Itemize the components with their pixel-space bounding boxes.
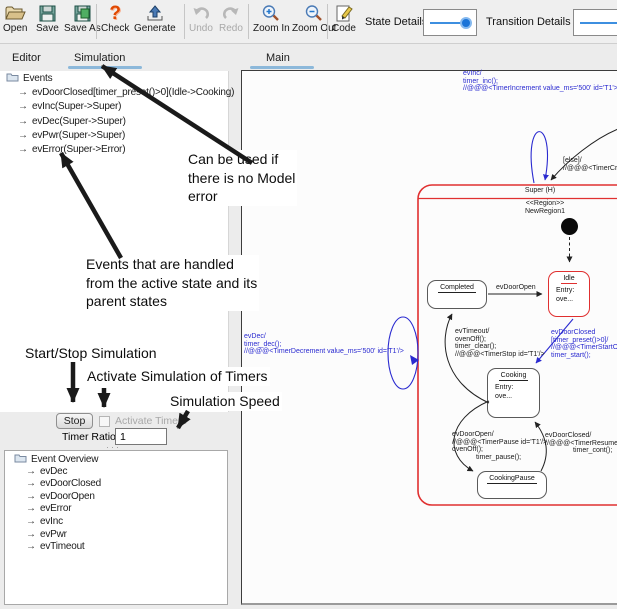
folder-icon bbox=[6, 72, 19, 87]
event-item[interactable]: →evDoorClosed[timer_preset()>0](Idle->Co… bbox=[6, 86, 234, 100]
zoom-in-icon bbox=[261, 4, 281, 23]
slider-track bbox=[430, 22, 471, 24]
generate-icon bbox=[145, 4, 165, 23]
transition-label-evtimeout[interactable]: evTimeout/ ovenOff(); timer_clear(); //@… bbox=[455, 328, 545, 359]
splitter-handle[interactable]: ··· bbox=[106, 442, 121, 452]
tab-simulation-underline bbox=[68, 66, 142, 69]
zoom-out-icon bbox=[304, 4, 324, 23]
stop-button[interactable]: Stop bbox=[56, 413, 93, 429]
open-folder-icon bbox=[4, 4, 26, 23]
tab-editor[interactable]: Editor bbox=[12, 52, 41, 64]
zoom-out-button[interactable]: Zoom Out bbox=[292, 4, 336, 35]
slider-track bbox=[580, 22, 617, 24]
event-overview-root[interactable]: Event Overview bbox=[14, 453, 101, 466]
state-details-slider[interactable] bbox=[423, 9, 477, 36]
overview-item[interactable]: →evDoorOpen bbox=[26, 490, 95, 502]
code-button[interactable]: Code bbox=[332, 4, 356, 35]
toolbar-divider bbox=[248, 4, 249, 39]
event-arrow-icon: → bbox=[26, 465, 36, 477]
event-arrow-icon: → bbox=[18, 129, 28, 141]
transition-label-evdooropen[interactable]: evDoorOpen bbox=[496, 284, 536, 291]
note-activate-timers: Activate Simulation of Timers bbox=[85, 367, 270, 386]
event-arrow-icon: → bbox=[18, 143, 28, 155]
generate-button[interactable]: Generate bbox=[134, 4, 176, 35]
redo-icon bbox=[221, 4, 241, 23]
tab-main[interactable]: Main bbox=[266, 52, 290, 64]
zoom-in-button[interactable]: Zoom In bbox=[253, 4, 290, 35]
event-arrow-icon: → bbox=[26, 541, 36, 553]
note-start-stop: Start/Stop Simulation bbox=[23, 344, 159, 363]
tab-simulation[interactable]: Simulation bbox=[74, 52, 126, 64]
toolbar-divider bbox=[327, 4, 328, 39]
event-arrow-icon: → bbox=[26, 528, 36, 540]
code-document-pencil-icon bbox=[334, 4, 354, 23]
check-button[interactable]: ? Check bbox=[101, 3, 130, 34]
transition-label-evdooropen-pause[interactable]: evDoorOpen/ //@@@<TimerPause id='T1'/> o… bbox=[452, 431, 548, 462]
event-item[interactable]: →evError(Super->Error) bbox=[6, 143, 234, 157]
check-question-icon: ? bbox=[109, 3, 121, 24]
events-tree: Events →evDoorClosed[timer_preset()>0](I… bbox=[6, 72, 234, 157]
save-as-icon bbox=[73, 4, 92, 23]
event-arrow-icon: → bbox=[26, 503, 36, 515]
overview-item[interactable]: →evInc bbox=[26, 515, 63, 527]
state-details-label: State Details bbox=[365, 16, 428, 28]
event-arrow-icon: → bbox=[18, 115, 28, 127]
state-super-region-label: <<Region>> NewRegion1 bbox=[524, 200, 566, 215]
transition-label-evdoorclosed-start[interactable]: evDoorClosed [timer_preset()>0]/ //@@@<T… bbox=[551, 329, 617, 360]
state-cooking[interactable]: Cooking Entry:ove... bbox=[487, 368, 540, 418]
event-arrow-icon: → bbox=[26, 478, 36, 490]
undo-icon bbox=[191, 4, 211, 23]
transition-details-label: Transition Details bbox=[486, 16, 571, 28]
slider-knob[interactable] bbox=[460, 17, 472, 29]
event-arrow-icon: → bbox=[26, 515, 36, 527]
transition-label-else[interactable]: [else]/ //@@@<TimerCrea bbox=[563, 157, 617, 172]
event-arrow-icon: → bbox=[18, 101, 28, 113]
overview-item[interactable]: →evTimeout bbox=[26, 541, 85, 553]
state-super-label[interactable]: Super (H) bbox=[524, 187, 556, 194]
toolbar-divider bbox=[96, 4, 97, 39]
overview-item[interactable]: →evDoorClosed bbox=[26, 478, 101, 490]
state-completed[interactable]: Completed bbox=[427, 280, 487, 309]
toolbar: Open Save Save As ? Check Generate Undo … bbox=[0, 0, 617, 44]
tab-main-underline bbox=[250, 66, 314, 69]
state-cooking-pause[interactable]: CookingPause bbox=[477, 471, 547, 499]
timer-ratio-input[interactable] bbox=[115, 428, 167, 445]
save-button[interactable]: Save bbox=[36, 4, 59, 35]
transition-label-evinc[interactable]: evInc/ timer_inc(); //@@@<TimerIncrement… bbox=[463, 70, 617, 93]
event-item[interactable]: →evInc(Super->Super) bbox=[6, 100, 234, 114]
toolbar-divider bbox=[184, 4, 185, 39]
folder-icon bbox=[14, 453, 27, 468]
timer-ratio-label: Timer Ratio 1: bbox=[62, 431, 128, 443]
note-sim-speed: Simulation Speed bbox=[168, 392, 282, 411]
overview-item[interactable]: →evPwr bbox=[26, 528, 67, 540]
activate-timers-label: Activate Timers bbox=[115, 415, 187, 427]
state-idle[interactable]: Idle Entry:ove... bbox=[548, 271, 590, 317]
note-events-handled: Events that are handled from the active … bbox=[84, 255, 260, 311]
save-as-button[interactable]: Save As bbox=[64, 4, 101, 35]
save-icon bbox=[38, 4, 57, 23]
event-overview-box bbox=[4, 450, 228, 605]
event-arrow-icon: → bbox=[26, 490, 36, 502]
redo-button[interactable]: Redo bbox=[219, 4, 243, 35]
events-tree-root[interactable]: Events bbox=[6, 72, 234, 86]
transition-label-evdoorclosed-resume[interactable]: evDoorClosed/ //@@@<TimerResume id= time… bbox=[545, 432, 617, 455]
overview-item[interactable]: →evDec bbox=[26, 465, 68, 477]
transition-label-evdec[interactable]: evDec/ timer_dec(); //@@@<TimerDecrement… bbox=[244, 333, 404, 356]
event-arrow-icon: → bbox=[18, 87, 28, 99]
event-overview-tree: Event Overview →evDec →evDoorClosed →evD… bbox=[14, 453, 101, 554]
undo-button[interactable]: Undo bbox=[189, 4, 213, 35]
overview-item[interactable]: →evError bbox=[26, 503, 72, 515]
open-button[interactable]: Open bbox=[3, 4, 27, 35]
note-model-error: Can be used if there is no Model error bbox=[186, 150, 298, 206]
event-item[interactable]: →evDec(Super->Super) bbox=[6, 115, 234, 129]
event-item[interactable]: →evPwr(Super->Super) bbox=[6, 129, 234, 143]
activate-timers-checkbox[interactable] bbox=[99, 416, 110, 427]
transition-details-slider[interactable] bbox=[573, 9, 617, 36]
